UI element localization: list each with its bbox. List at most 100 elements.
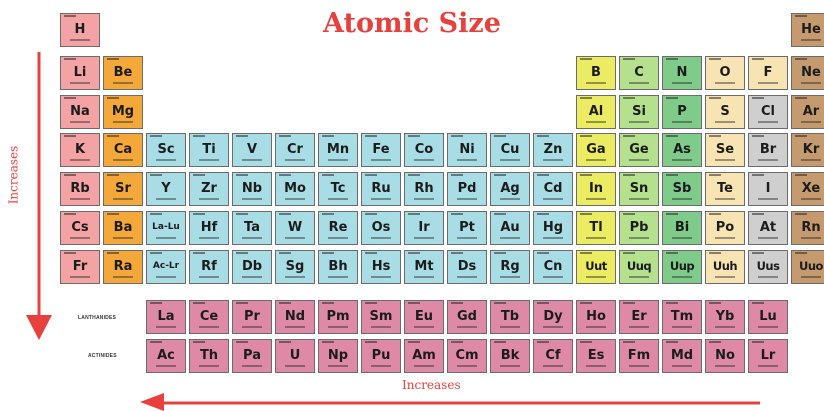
atomic-number-mark [666,252,678,254]
element-cell-sn: Sn [619,172,659,206]
element-name-mark [586,237,606,239]
element-cell-h: H [60,13,100,47]
element-name-mark [672,237,692,239]
atomic-number-mark [107,135,119,137]
element-name-mark [457,159,477,161]
element-name-mark [500,159,520,161]
atomic-number-mark [451,135,463,137]
element-cell-kr: Kr [791,133,824,167]
element-name-mark [371,237,391,239]
element-symbol: Np [327,348,349,363]
element-cell-b: B [576,56,616,90]
element-name-mark [500,326,520,328]
atomic-number-mark [580,252,592,254]
element-name-mark [242,365,262,367]
element-cell-ta: Ta [232,211,272,245]
atomic-number-mark [279,213,291,215]
element-cell-i: I [748,172,788,206]
element-name-mark [672,198,692,200]
element-cell-bi: Bi [662,211,702,245]
element-name-mark [715,159,735,161]
element-cell-na: Na [60,95,100,129]
atomic-number-mark [537,302,549,304]
element-cell-as: As [662,133,702,167]
element-name-mark [758,198,778,200]
element-symbol: S [720,104,730,119]
element-name-mark [156,365,176,367]
element-name-mark [242,237,262,239]
atomic-number-mark [623,97,635,99]
element-cell-uut: Uut [576,250,616,284]
element-symbol: Zr [201,181,217,196]
element-cell-si: Si [619,95,659,129]
atomic-number-mark [64,213,76,215]
element-symbol: Xe [801,181,821,196]
element-cell-be: Be [103,56,143,90]
element-name-mark [156,326,176,328]
atomic-number-mark [494,213,506,215]
element-symbol: Cs [71,220,89,235]
atomic-number-mark [709,58,721,60]
element-symbol: He [801,22,821,37]
element-cell-lu: Lu [748,300,788,334]
element-cell-in: In [576,172,616,206]
element-cell-np: Np [318,339,358,373]
element-cell-er: Er [619,300,659,334]
element-name-mark [242,276,262,278]
atomic-number-mark [150,341,162,343]
element-symbol: H [74,22,86,37]
element-symbol: Mo [284,181,306,196]
element-name-mark [801,121,821,123]
element-symbol: K [74,142,86,157]
element-name-mark [629,121,649,123]
element-symbol: Dy [543,309,563,324]
element-cell-c: C [619,56,659,90]
element-cell-cm: Cm [447,339,487,373]
element-cell-co: Co [404,133,444,167]
atomic-number-mark [494,174,506,176]
element-name-mark [70,159,90,161]
element-cell-ac-lr: Ac-Lr [146,250,186,284]
element-cell-dy: Dy [533,300,573,334]
element-symbol: Cl [761,104,775,119]
element-name-mark [801,159,821,161]
element-cell-sm: Sm [361,300,401,334]
element-name-mark [586,198,606,200]
element-symbol: Fm [627,348,651,363]
element-symbol: O [719,65,731,80]
atomic-number-mark [537,213,549,215]
atomic-number-mark [150,302,162,304]
element-symbol: Pu [371,348,391,363]
element-symbol: Rh [414,181,434,196]
atomic-number-mark [623,341,635,343]
element-cell-bh: Bh [318,250,358,284]
element-cell-sb: Sb [662,172,702,206]
element-symbol: Nb [241,181,263,196]
element-cell-ni: Ni [447,133,487,167]
atomic-number-mark [107,252,119,254]
element-cell-sr: Sr [103,172,143,206]
element-name-mark [70,121,90,123]
element-cell-ac: Ac [146,339,186,373]
atomic-number-mark [795,135,807,137]
element-name-mark [672,82,692,84]
element-name-mark [457,365,477,367]
atomic-number-mark [365,135,377,137]
element-cell-yb: Yb [705,300,745,334]
element-cell-s: S [705,95,745,129]
element-name-mark [629,276,649,278]
element-name-mark [371,198,391,200]
element-name-mark [199,159,219,161]
atomic-number-mark [537,135,549,137]
element-name-mark [199,326,219,328]
element-cell-p: P [662,95,702,129]
atomic-number-mark [795,213,807,215]
element-name-mark [500,198,520,200]
element-cell-ir: Ir [404,211,444,245]
horizontal-arrow-label: Increases [402,378,461,392]
element-symbol: F [763,65,773,80]
element-cell-la-lu: La-Lu [146,211,186,245]
element-cell-la: La [146,300,186,334]
element-symbol: U [289,348,301,363]
element-cell-pr: Pr [232,300,272,334]
